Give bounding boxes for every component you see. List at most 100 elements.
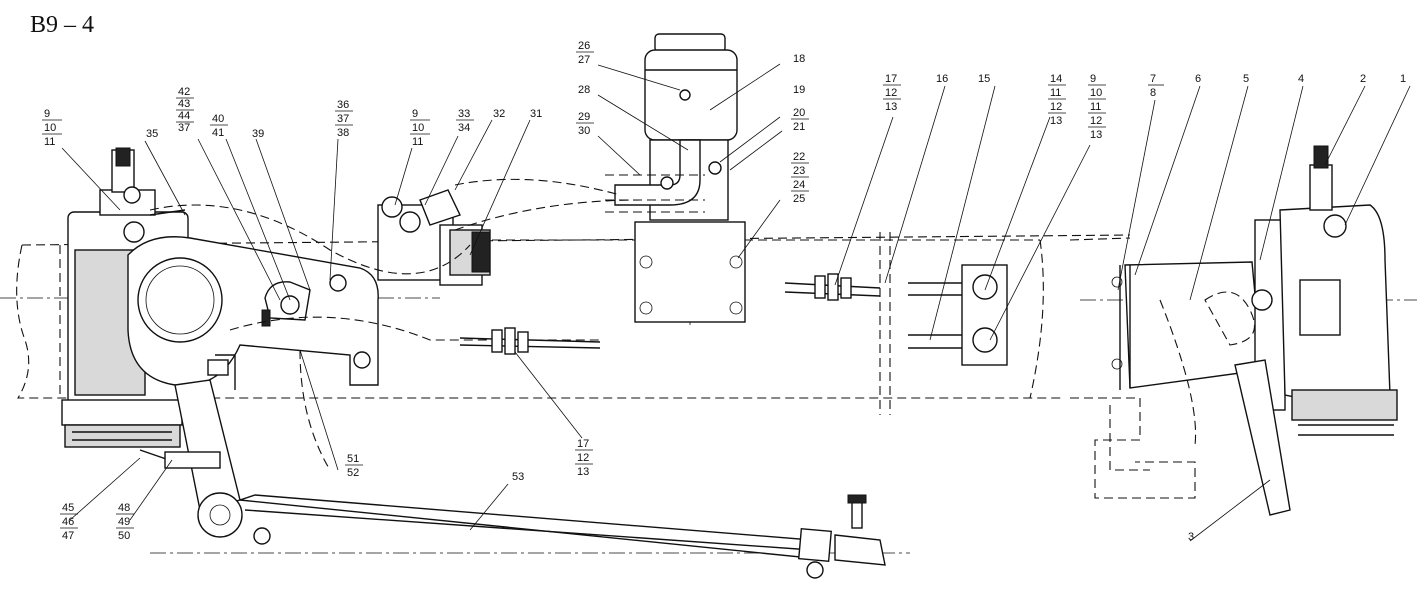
callout-label: 39 [252,128,264,140]
callout-label: 17 [577,438,589,450]
callout-label: 19 [793,84,805,96]
callout-label: 43 [178,98,190,110]
callout-7-8: 7 8 [1148,73,1164,99]
callout-label: 50 [118,530,130,542]
steering-gear-right [1111,145,1398,516]
callout-1: 1 [1400,73,1406,85]
callout-label: 13 [1090,129,1102,141]
callout-label: 30 [578,125,590,137]
callout-29-30: 29 30 [576,111,594,137]
callout-label: 7 [1150,73,1156,85]
callout-label: 49 [118,516,130,528]
callout-label: 10 [44,122,56,134]
callout-label: 16 [936,73,948,85]
callout-label: 40 [212,113,224,125]
callout-label: 37 [337,113,349,125]
callout-19: 19 [793,84,805,96]
callout-4: 4 [1298,73,1304,85]
callout-label: 12 [1090,115,1102,127]
callout-31: 31 [530,108,542,120]
callout-label: 5 [1243,73,1249,85]
callout-33-34: 33 34 [456,108,474,134]
callout-35: 35 [146,128,158,140]
callout-label: 21 [793,121,805,133]
callout-label: 11 [1090,101,1101,113]
callout-label: 46 [62,516,74,528]
callout-label: 17 [885,73,897,85]
callout-36-37-38: 36 37 38 [335,99,353,139]
callout-label: 10 [1090,87,1102,99]
callout-label: 44 [178,110,190,122]
callout-3: 3 [1188,531,1194,543]
callout-label: 28 [578,84,590,96]
callout-label: 13 [577,466,589,478]
callout-17-12-13-top: 17 12 13 [883,73,901,113]
callout-label: 51 [347,453,359,465]
callout-6: 6 [1195,73,1201,85]
callout-label: 6 [1195,73,1201,85]
callout-label: 31 [530,108,542,120]
callout-label: 1 [1400,73,1406,85]
callout-26-27: 26 27 [576,40,594,66]
callout-17-12-13-bottom: 17 12 13 [575,438,593,478]
callout-18: 18 [793,53,805,65]
callout-9-10-11-mid: 9 10 11 [410,108,430,148]
callout-label: 15 [978,73,990,85]
control-valve [377,189,491,286]
callout-label: 27 [578,54,590,66]
callout-label: 45 [62,502,74,514]
callout-51-52: 51 52 [345,453,363,479]
callout-label: 9 [1090,73,1096,85]
tie-rod [239,494,886,579]
callout-label: 14 [1050,73,1062,85]
callout-label: 48 [118,502,130,514]
pitman-arm [139,379,271,545]
steering-gear-left [61,147,379,448]
callout-label: 4 [1298,73,1304,85]
callout-label: 11 [44,136,55,148]
callout-label: 3 [1188,531,1194,543]
callout-label: 22 [793,151,805,163]
callout-28: 28 [578,84,590,96]
oil-reservoir [605,33,746,323]
diagram-title: B9 – 4 [30,12,94,38]
callout-15: 15 [978,73,990,85]
callout-label: 33 [458,108,470,120]
callout-label: 2 [1360,73,1366,85]
callout-label: 36 [337,99,349,111]
callout-label: 34 [458,122,470,134]
callout-label: 12 [577,452,589,464]
callout-label: 32 [493,108,505,120]
callout-label: 53 [512,471,524,483]
pipes-and-clamps [459,264,1008,366]
callout-40-41: 40 41 [210,113,228,139]
hydraulic-hoses [149,178,641,471]
callout-32: 32 [493,108,505,120]
callout-label: 10 [412,122,424,134]
callout-22-25: 22 23 24 25 [791,151,809,205]
callout-39: 39 [252,128,264,140]
leader-lines [61,63,1411,542]
callout-label: 13 [885,101,897,113]
callout-label: 11 [412,136,423,148]
callout-16: 16 [936,73,948,85]
callout-label: 18 [793,53,805,65]
callout-label: 11 [1050,87,1061,99]
callout-14-11-12-13: 14 11 12 13 [1048,73,1066,127]
callout-42-43-44-37: 42 43 44 37 [176,86,194,134]
callout-label: 42 [178,86,190,98]
callout-label: 24 [793,179,805,191]
callout-48-49-50: 48 49 50 [116,502,134,542]
callout-label: 8 [1150,87,1156,99]
callout-53: 53 [512,471,524,483]
callout-9-10-11-left: 9 10 11 [42,108,62,148]
callout-label: 47 [62,530,74,542]
callout-label: 38 [337,127,349,139]
callout-label: 41 [212,127,224,139]
callout-9-10-11-12-13-right: 9 10 11 12 13 [1088,73,1106,141]
callout-label: 25 [793,193,805,205]
callout-label: 12 [885,87,897,99]
callout-label: 35 [146,128,158,140]
callout-label: 20 [793,107,805,119]
